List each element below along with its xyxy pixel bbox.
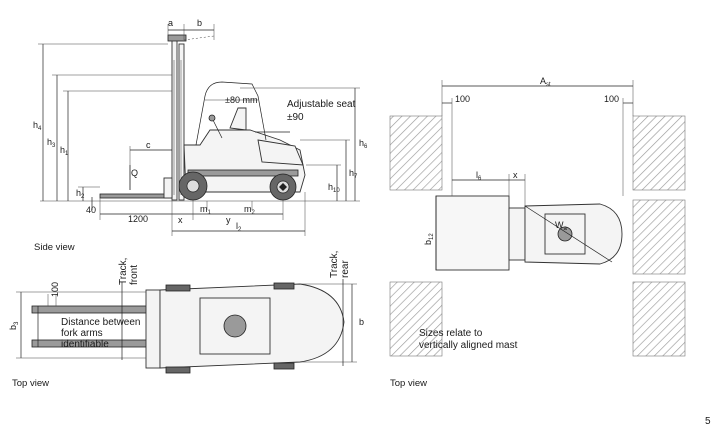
label-fork-note-1: Distance between [61, 317, 141, 328]
label-100-left-view: 100 [50, 282, 60, 297]
label-l2: l2 [236, 221, 242, 233]
label-h10: h10 [328, 182, 340, 194]
label-b: b [197, 18, 202, 28]
rack-right-lower [632, 281, 686, 357]
label-sizes-note-1: Sizes relate to [419, 328, 483, 339]
top-view-left [16, 279, 357, 374]
front-wheel-top-right [165, 366, 191, 374]
front-wheel-top-left [165, 284, 191, 292]
label-wa: Wa [555, 220, 568, 232]
label-b3: b3 [8, 321, 20, 330]
tilt-dimension [167, 24, 215, 41]
label-b12: b12 [423, 233, 435, 245]
label-40: 40 [86, 205, 96, 215]
label-fork-note-3: identifiable [61, 339, 109, 350]
forks [99, 177, 173, 199]
top-view-left-caption: Top view [12, 378, 49, 389]
turning-radius-line [524, 205, 613, 263]
front-wheel [178, 171, 208, 201]
label-h1: h1 [60, 145, 69, 157]
label-adjustable-seat-value: ±90 [287, 112, 304, 123]
label-1200: 1200 [128, 214, 148, 224]
label-track-rear: Track,rear [329, 251, 351, 278]
label-b: b [359, 317, 364, 327]
label-y: y [226, 215, 231, 225]
label-x-right: x [513, 170, 518, 180]
rear-wheel-top-right [273, 362, 295, 370]
fork-carriage [145, 289, 161, 369]
label-l6: l6 [476, 170, 482, 182]
rack-right-upper [632, 115, 686, 191]
steering-wheel [223, 314, 247, 338]
mast [167, 34, 187, 201]
length-dimensions [91, 192, 306, 236]
label-m2: m2 [244, 204, 256, 216]
side-view [38, 24, 360, 236]
rear-wheel-top-left [273, 282, 295, 290]
truck-carriage-right [508, 207, 526, 261]
seat [208, 107, 247, 139]
side-view-caption: Side view [34, 242, 75, 253]
height-dimensions [38, 43, 360, 201]
rack-left-upper [389, 115, 443, 191]
label-100-right: 100 [604, 94, 619, 104]
rack-right-middle [632, 199, 686, 275]
label-ast: Ast [540, 76, 551, 88]
label-m1: m1 [200, 204, 212, 216]
label-adjustable-seat: Adjustable seat [287, 99, 356, 110]
top-view-right-caption: Top view [390, 378, 427, 389]
label-h7: h7 [349, 168, 358, 180]
load-pallet [435, 195, 510, 271]
label-a: a [168, 18, 173, 28]
rear-wheel [269, 173, 297, 201]
label-x: x [178, 215, 183, 225]
fork-arm-upper [31, 305, 149, 314]
label-h6: h6 [359, 138, 368, 150]
page-number: 5 [705, 416, 711, 427]
top-view-right [389, 80, 686, 357]
overhead-guard [195, 81, 267, 146]
label-100-left: 100 [455, 94, 470, 104]
label-Q: Q [131, 168, 138, 178]
label-sizes-note-2: vertically aligned mast [419, 340, 518, 351]
label-fork-note-2: fork arms [61, 328, 103, 339]
label-h4: h4 [33, 120, 42, 132]
label-track-front: Track,front [118, 258, 140, 285]
steering-wheel-right [557, 226, 573, 242]
label-seat-angle: ±80 mm [225, 95, 257, 105]
load-center [129, 146, 172, 190]
label-c: c [146, 140, 151, 150]
rack-left-lower [389, 281, 443, 357]
label-h2: h2 [76, 188, 85, 200]
label-h3: h3 [47, 137, 56, 149]
